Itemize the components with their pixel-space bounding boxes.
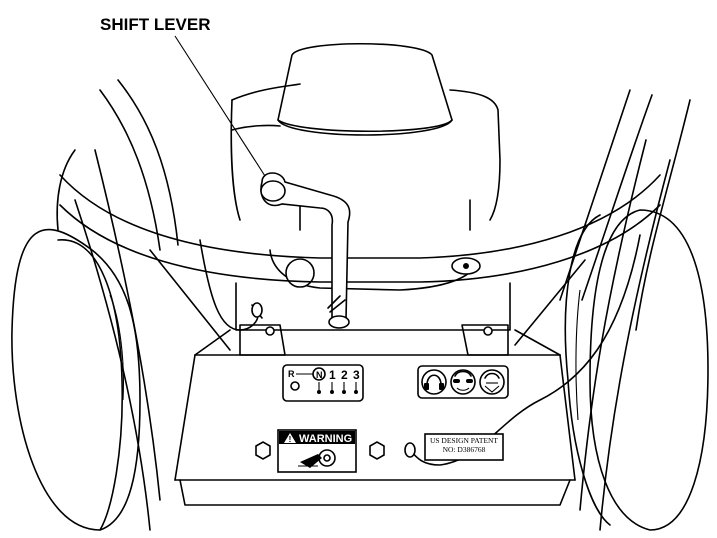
hand-entanglement-icon — [298, 449, 336, 468]
right-wheel — [564, 209, 709, 531]
patent-decal: US DESIGN PATENT NO: D386768 — [424, 433, 504, 461]
gear-shift-decal: R N 1 2 3 — [282, 364, 364, 402]
warning-title: WARNING — [299, 433, 352, 445]
shift-lever-callout: SHIFT LEVER — [100, 15, 266, 177]
patent-line-2: NO: D386768 — [443, 445, 486, 454]
handle-frame — [56, 79, 691, 531]
shift-lever-label: SHIFT LEVER — [100, 15, 211, 34]
throttle-cable-left — [199, 239, 263, 331]
throttle-cable-right — [404, 234, 641, 466]
engine-shroud — [230, 83, 501, 291]
engine-cap — [277, 43, 453, 136]
patent-line-1: US DESIGN PATENT — [430, 436, 498, 445]
ppe-decal — [417, 365, 509, 399]
leader-line — [174, 35, 266, 177]
reverse-label: R — [288, 369, 295, 379]
gear-1-label: 1 — [329, 368, 336, 382]
neutral-label: N — [316, 370, 323, 380]
ear-protection-icon — [421, 369, 447, 395]
warning-triangle-icon — [284, 433, 296, 443]
eye-protection-icon — [450, 369, 476, 395]
gear-3-label: 3 — [353, 368, 360, 382]
warning-decal: ! WARNING — [277, 429, 357, 473]
dust-mask-icon — [479, 369, 505, 395]
bolt-right — [369, 441, 385, 460]
base-plate — [149, 249, 586, 506]
bolt-left — [255, 441, 271, 460]
svg-text:!: ! — [289, 435, 292, 444]
left-wheel — [11, 228, 141, 531]
gear-2-label: 2 — [341, 368, 348, 382]
shift-lever — [260, 172, 351, 329]
